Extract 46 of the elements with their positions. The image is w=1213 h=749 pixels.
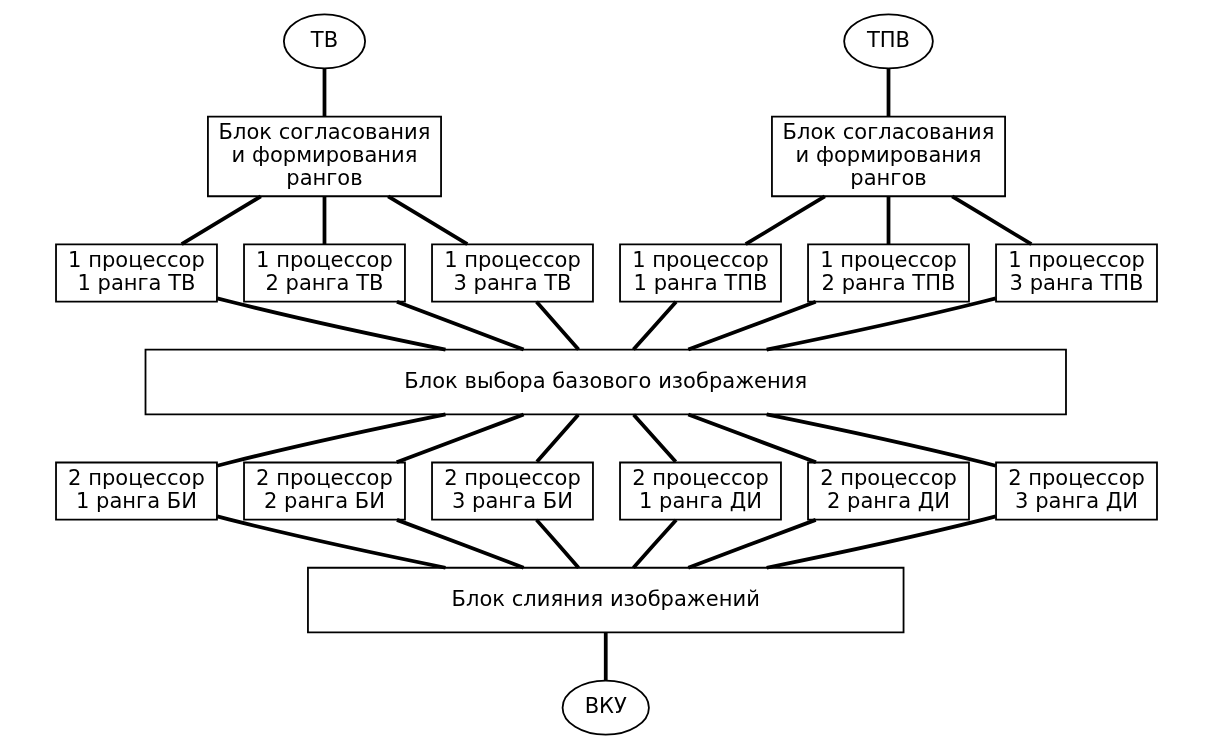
connector (603, 632, 608, 681)
connector (687, 300, 817, 352)
node-box: 2 процессор 3 ранга БИ (431, 461, 594, 521)
connector (632, 413, 678, 464)
connector (687, 518, 817, 570)
connector (322, 68, 327, 117)
connector (687, 412, 817, 465)
node-ellipse: ТПВ (843, 13, 934, 70)
connector (766, 412, 997, 468)
node-box: 1 процессор 2 ранга ТПВ (807, 243, 970, 303)
connector (387, 194, 469, 246)
node-box: 1 процессор 1 ранга ТПВ (619, 243, 782, 303)
node-box: Блок выбора базового изображения (144, 348, 1067, 416)
node-box: Блок согласования и формирования рангов (771, 115, 1006, 198)
connector (535, 518, 580, 569)
node-box: 2 процессор 3 ранга ДИ (995, 461, 1158, 521)
connector (766, 514, 997, 570)
connector (632, 300, 678, 351)
connector (396, 518, 525, 570)
node-box: 2 процессор 1 ранга БИ (55, 461, 218, 521)
node-box: Блок слияния изображений (307, 566, 905, 634)
node-box: 1 процессор 3 ранга ТВ (431, 243, 594, 303)
node-ellipse: ВКУ (561, 679, 650, 736)
connector (535, 413, 580, 464)
connector (744, 194, 826, 246)
connector (216, 296, 446, 352)
node-box: 2 процессор 1 ранга ДИ (619, 461, 782, 521)
node-box: 2 процессор 2 ранга БИ (243, 461, 406, 521)
node-box: Блок согласования и формирования рангов (207, 115, 442, 198)
connector (180, 194, 262, 246)
connector (535, 300, 580, 351)
connector (216, 514, 446, 570)
connector (322, 196, 327, 245)
node-box: 1 процессор 3 ранга ТПВ (995, 243, 1158, 303)
connector (766, 296, 997, 352)
connector (886, 196, 891, 245)
node-ellipse: ТВ (283, 13, 366, 70)
connector (632, 518, 678, 569)
connector (216, 412, 446, 468)
node-box: 1 процессор 1 ранга ТВ (55, 243, 218, 303)
connector (886, 68, 891, 117)
connector (396, 412, 525, 465)
connector (951, 194, 1033, 246)
connector (396, 300, 525, 352)
node-box: 1 процессор 2 ранга ТВ (243, 243, 406, 303)
node-box: 2 процессор 2 ранга ДИ (807, 461, 970, 521)
